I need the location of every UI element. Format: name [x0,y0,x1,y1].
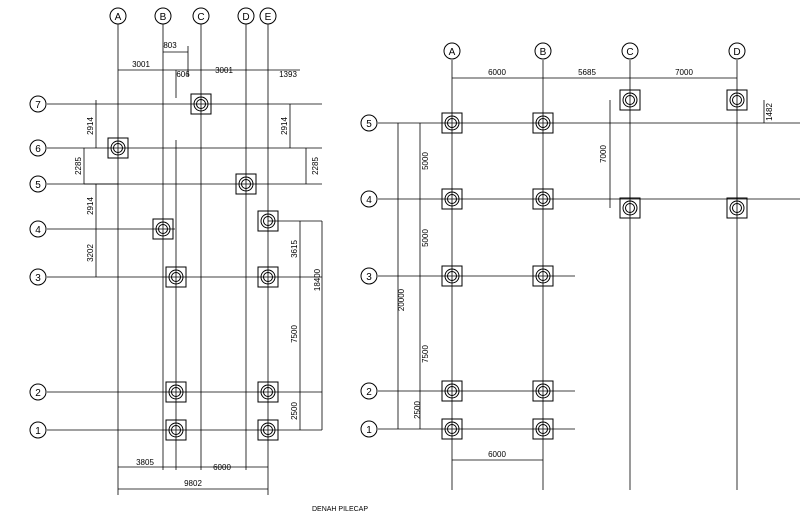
left-vertical-dimensions: 5000 5000 20000 7500 2500 [397,123,430,429]
svg-text:1: 1 [366,425,372,436]
svg-text:2914: 2914 [280,117,289,135]
row-bubble-1: 1 [29,421,47,439]
svg-text:5: 5 [366,119,372,130]
svg-text:A: A [115,12,122,23]
right-vertical-dimensions: 2914 2285 3615 18400 7500 2500 [280,104,323,430]
row-bubble-7: 7 [29,95,47,113]
svg-text:2914: 2914 [86,117,95,135]
column-bubble-c: C [192,7,210,25]
svg-text:2: 2 [35,388,41,399]
svg-text:A: A [449,47,456,58]
svg-text:B: B [540,47,547,58]
svg-text:7500: 7500 [421,345,430,363]
svg-text:3001: 3001 [215,66,233,75]
svg-text:3: 3 [35,273,41,284]
svg-text:18400: 18400 [313,268,322,291]
row-bubble-2: 2 [29,383,47,401]
top-dimensions: 6000 5685 7000 1482 7000 [452,68,774,208]
svg-text:5: 5 [35,180,41,191]
svg-text:D: D [242,12,249,23]
column-bubble-b: B [534,42,552,60]
row-bubble-1: 1 [360,420,378,438]
svg-text:6000: 6000 [488,450,506,459]
row-bubble-4: 4 [29,220,47,238]
left-vertical-dimensions: 2914 2285 2914 3202 [74,100,118,277]
svg-text:606: 606 [176,70,190,79]
row-bubble-5: 5 [29,175,47,193]
svg-text:3001: 3001 [132,60,150,69]
svg-text:7000: 7000 [599,145,608,163]
svg-text:D: D [733,47,740,58]
svg-text:E: E [265,12,272,23]
svg-text:1393: 1393 [279,70,297,79]
column-bubble-d: D [728,42,746,60]
row-bubble-3: 3 [29,268,47,286]
svg-text:2914: 2914 [86,197,95,215]
svg-text:7000: 7000 [675,68,693,77]
svg-text:2500: 2500 [413,401,422,419]
left-pilecap-plan: A B C D E 7 6 5 4 3 2 1 [29,7,323,495]
row-bubble-2: 2 [360,382,378,400]
svg-text:6000: 6000 [213,463,231,472]
svg-text:2285: 2285 [74,157,83,175]
top-dimensions: 803 606 3001 3001 1393 [118,41,300,98]
right-pilecap-plan: A B C D 5 4 3 2 1 6000 5685 7000 [360,42,800,490]
svg-text:C: C [197,12,204,23]
svg-text:7: 7 [35,100,41,111]
drawing-caption: DENAH PILECAP [312,506,368,513]
svg-text:2: 2 [366,387,372,398]
column-bubble-a: A [443,42,461,60]
svg-text:5000: 5000 [421,152,430,170]
svg-text:9802: 9802 [184,479,202,488]
svg-text:4: 4 [35,225,41,236]
column-bubble-e: E [259,7,277,25]
row-bubble-5: 5 [360,114,378,132]
row-bubble-4: 4 [360,190,378,208]
svg-text:3: 3 [366,272,372,283]
column-bubble-b: B [154,7,172,25]
svg-text:20000: 20000 [397,288,406,311]
svg-text:4: 4 [366,195,372,206]
svg-text:3202: 3202 [86,244,95,262]
svg-text:7500: 7500 [290,325,299,343]
row-bubble-3: 3 [360,267,378,285]
column-bubble-c: C [621,42,639,60]
svg-text:5000: 5000 [421,229,430,247]
svg-text:2285: 2285 [311,157,320,175]
svg-text:C: C [626,47,633,58]
column-bubble-a: A [109,7,127,25]
row-bubble-6: 6 [29,139,47,157]
svg-text:2500: 2500 [290,402,299,420]
svg-text:6000: 6000 [488,68,506,77]
bottom-dimensions: 3805 6000 9802 [118,458,268,490]
svg-text:3615: 3615 [290,240,299,258]
svg-text:1: 1 [35,426,41,437]
svg-text:B: B [160,12,167,23]
svg-text:5685: 5685 [578,68,596,77]
svg-text:6: 6 [35,144,41,155]
column-bubble-d: D [237,7,255,25]
svg-text:1482: 1482 [765,103,774,121]
svg-text:803: 803 [163,41,177,50]
bottom-dimensions: 6000 [452,450,543,461]
svg-text:3805: 3805 [136,458,154,467]
